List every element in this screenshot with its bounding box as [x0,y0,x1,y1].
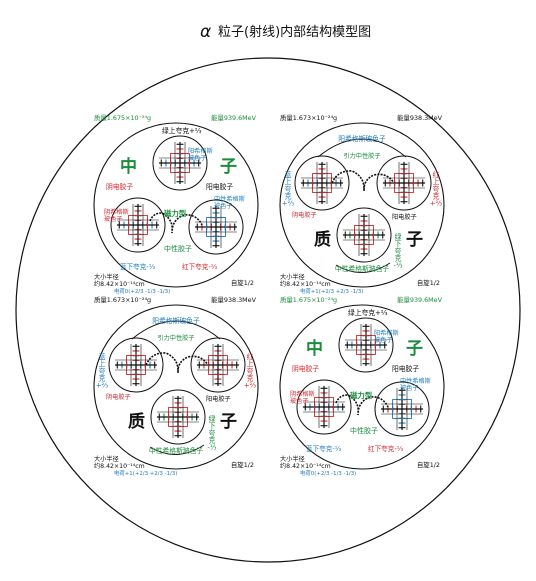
magnetic-type-label: 磁力型 [164,209,187,218]
blue-up-quark [108,337,164,393]
red-up-quark [190,337,246,393]
mass-label: 质量1.673×10⁻²⁴g [280,113,337,122]
top-boson-arc [317,138,407,158]
quark-green-down-label: 绿下夸克-⅓ [207,414,216,452]
quark-red-down-label: 红下夸克-⅓ [368,444,404,453]
energy-label: 能量939.6MeV [397,295,443,304]
quark-top-label: 绿上夸克+⅔ [162,126,202,135]
nucleon-circle [279,304,445,470]
green-down-quark [336,207,392,263]
gravity-gluon-wave [145,352,209,374]
charge-label: 电荷+1(+2/3 +2/3 -1/3) [300,287,363,295]
negative-gluon-label: 阴电胶子 [292,211,317,219]
nucleon-circle [93,122,259,288]
top-boson-arc [131,320,221,340]
neutron-char-zhong: 中 [120,156,137,177]
radius-label: 大小半径约8.42×10⁻¹⁴cm [280,273,331,288]
blue-down-quark [296,379,352,435]
neutron-char-zi: 子 [220,157,237,177]
bottom-boson-arc [335,262,391,273]
negative-gluon-label: 阴电胶子 [106,182,133,191]
energy-label: 能量939.6MeV [211,113,257,122]
green-down-quark [150,389,206,445]
neutron-panel-4: 质量1.675×10⁻²⁴g 能量939.6MeV 中 子 绿上夸克+⅔ 阳希格斯玻色子阴… [279,295,445,477]
negative-gluon-label: 阴电胶子 [292,364,319,373]
green-up-quark [338,317,394,373]
proton-char-zhi: 质 [314,230,331,250]
neutron-char-zhong: 中 [306,338,323,359]
quark-red-down-label: 红下夸克-⅓ [182,262,218,271]
nucleon-circle [93,304,259,470]
negative-higgs-label: 阴希格斯玻色子 [290,390,315,405]
radius-label: 大小半径约8.42×10⁻¹⁴cm [94,273,145,288]
top-higgs-label: 阳希格斯玻色子 [152,316,200,325]
mass-label: 质量1.675×10⁻²⁴g [280,295,337,304]
blue-down-quark [110,197,166,253]
radius-label: 大小半径约8.42×10⁻¹⁴cm [280,455,331,470]
positive-higgs-label: 阳希格斯玻色子 [188,147,213,162]
spin-label: 自旋1/2 [417,460,440,469]
title-alpha: α [200,22,211,42]
red-down-quark [374,381,430,437]
positive-gluon-label: 阳电胶子 [392,364,419,373]
neutral-gluon-label: 中性胶子 [350,426,378,435]
proton-panel-2: 质量1.673×10⁻²⁴g 能量938.3MeV 阳希格斯玻色子引力中性胶子蓝上夸… [279,113,445,295]
bottom-higgs-label: 中性希格斯玻色子 [149,446,204,455]
negative-gluon-label: 阴电胶子 [106,393,131,401]
blue-up-quark [294,155,350,211]
spin-label: 自旋1/2 [417,278,440,287]
magnetic-type-label: 磁力型 [350,391,373,400]
quark-blue-up-label: 蓝上夸克+⅔ [96,352,109,390]
charge-label: 电荷+1(+2/3 +2/3 -1/3) [114,469,177,477]
neutral-higgs-label: 中性希格斯玻色子 [214,195,245,210]
mass-label: 质量1.673×10⁻²⁴g [94,295,151,304]
gravity-gluon-wave [331,170,395,192]
title: α 粒子(射线)内部结构模型图 [200,22,371,42]
positive-gluon-label: 阳电胶子 [392,213,417,221]
neutron-panel-1: 质量1.675×10⁻²⁴g 能量939.6MeV 中 子 绿上夸克+⅔ 阳希格斯玻色子阴… [93,113,259,295]
bottom-boson-arc [149,444,205,455]
alpha-outer-circle [15,57,521,563]
charge-label: 电荷0(+2/3 -1/3 -1/3) [300,469,356,477]
mass-label: 质量1.675×10⁻²⁴g [94,113,151,122]
neutral-gluon-label: 中性胶子 [164,244,192,253]
magnetic-gluon-wave [335,394,389,416]
quark-red-up-label: 红上夸克+⅔ [244,352,257,390]
quark-blue-down-label: 蓝下夸克-⅓ [120,262,156,271]
proton-char-zhi: 质 [128,412,145,432]
gravity-gluon-label: 引力中性胶子 [343,152,380,160]
energy-label: 能量938.3MeV [211,295,257,304]
positive-higgs-label: 阳希格斯玻色子 [374,329,399,344]
red-down-quark [188,199,244,255]
neutral-higgs-label: 中性希格斯玻色子 [400,377,431,392]
title-text: 粒子(射线)内部结构模型图 [218,24,371,40]
radius-label: 大小半径约8.42×10⁻¹⁴cm [94,455,145,470]
proton-char-zi: 子 [220,412,237,432]
energy-label: 能量938.3MeV [397,113,443,122]
neutron-char-zi: 子 [406,339,423,359]
red-up-quark [376,155,432,211]
green-up-quark [152,135,208,191]
quark-blue-up-label: 蓝上夸克+⅔ [282,170,295,208]
quark-top-label: 绿上夸克+⅔ [348,308,388,317]
charge-label: 电荷0(+2/3 -1/3 -1/3) [114,287,170,295]
top-higgs-label: 阳希格斯玻色子 [338,134,386,143]
bottom-higgs-label: 中性希格斯玻色子 [335,264,390,273]
positive-gluon-label: 阳电胶子 [206,395,231,403]
spin-label: 自旋1/2 [231,278,254,287]
nucleon-circle [279,122,445,288]
spin-label: 自旋1/2 [231,460,254,469]
proton-char-zi: 子 [406,230,423,250]
quark-green-down-label: 绿下夸克-⅓ [393,232,402,270]
quark-blue-down-label: 蓝下夸克-⅓ [306,444,342,453]
gravity-gluon-label: 引力中性胶子 [157,334,194,342]
positive-gluon-label: 阳电胶子 [206,182,233,191]
proton-panel-3: 质量1.673×10⁻²⁴g 能量938.3MeV 阳希格斯玻色子引力中性胶子蓝上夸… [93,295,259,477]
negative-higgs-label: 阴希格斯玻色子 [104,208,129,223]
magnetic-gluon-wave [149,212,203,234]
quark-red-up-label: 红上夸克+⅔ [430,170,443,208]
